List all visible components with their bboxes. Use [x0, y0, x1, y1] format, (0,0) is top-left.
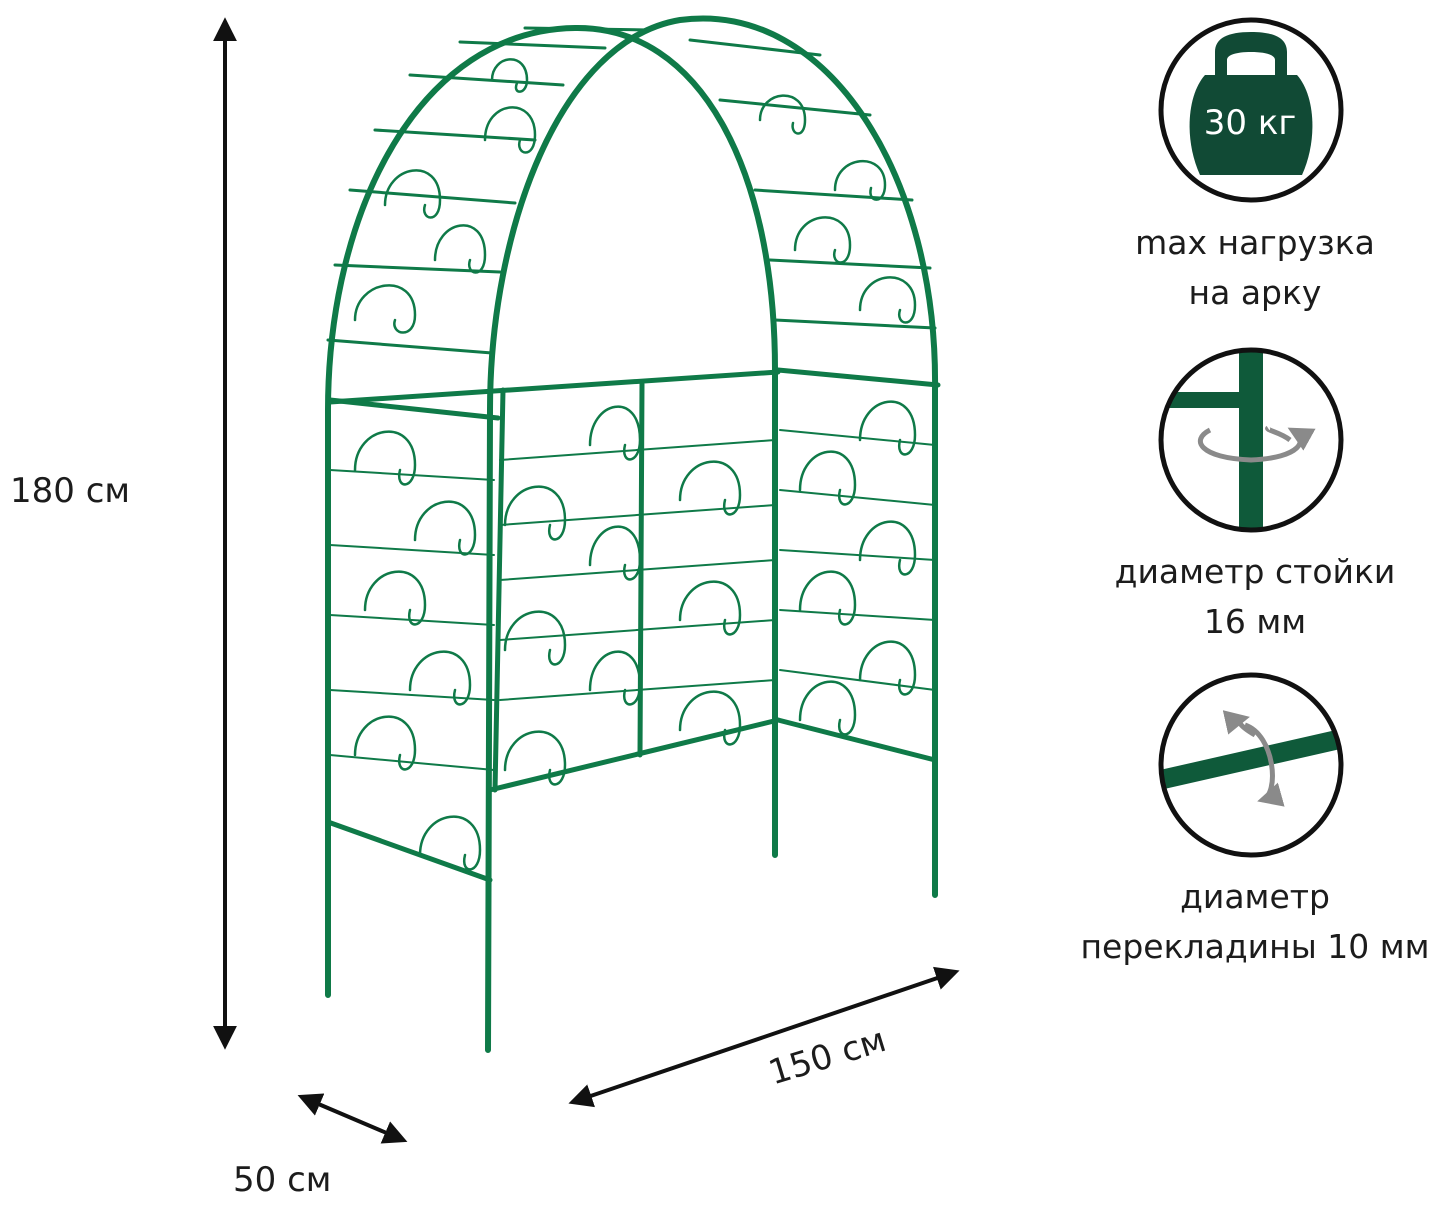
post-diameter-caption: диаметр стойки 16 мм: [1060, 547, 1447, 646]
side-panel-right: [775, 367, 941, 763]
kettlebell-icon: [1158, 17, 1344, 203]
dimension-arrows: [213, 17, 960, 1144]
crossbar-rotation-icon: [1158, 672, 1344, 858]
height-label: 180 см: [10, 471, 131, 511]
arch-frame: [325, 15, 941, 1053]
post-diameter-line-2: 16 мм: [1203, 601, 1307, 641]
post-diameter-line-1: диаметр стойки: [1114, 552, 1396, 591]
weight-badge-text: 30 кг: [1203, 103, 1297, 143]
depth-arrow: [297, 1093, 408, 1144]
side-panel-right-wires: [779, 429, 936, 691]
back-arch: [325, 24, 778, 998]
front-arch: [485, 15, 939, 1053]
crossbar-diameter-line-1: диаметр: [1180, 877, 1330, 916]
arch-crossbars: [326, 26, 937, 355]
crossbar-diameter-line-2: перекладины 10 мм: [1080, 926, 1430, 966]
crossbar-diameter-caption: диаметр перекладины 10 мм: [1060, 872, 1447, 971]
depth-label: 50 см: [233, 1160, 332, 1200]
post-rotation-icon: [1158, 347, 1344, 533]
max-load-caption: max нагрузка на арку: [1060, 218, 1447, 317]
max-load-line-1: max нагрузка: [1135, 223, 1375, 262]
decorative-scrolls: [353, 58, 917, 871]
side-panel-left: [325, 397, 501, 883]
max-load-line-2: на арку: [1188, 272, 1322, 312]
width-arrow: [568, 966, 960, 1108]
